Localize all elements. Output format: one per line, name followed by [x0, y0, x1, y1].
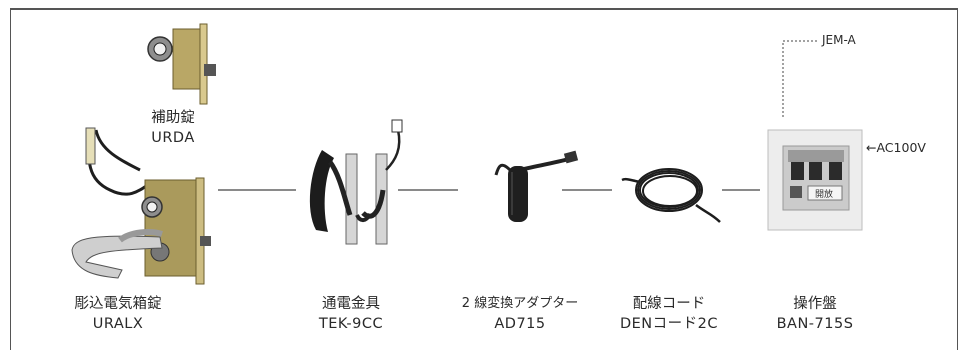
tek-image	[309, 119, 403, 245]
label-panel: 操作盤 BAN-715S	[758, 294, 872, 334]
cord-model: DENコード2C	[619, 316, 719, 332]
jem-label: JEM-A	[822, 33, 856, 47]
label-adapter: 2 線変換アダプター AD715	[452, 294, 588, 334]
cord-name: 配線コード	[632, 296, 706, 312]
adapter-image	[494, 150, 579, 222]
urda-name: 補助錠	[151, 110, 195, 126]
panel-model: BAN-715S	[776, 316, 854, 332]
diagram-frame	[10, 8, 958, 350]
tek-name: 通電金具	[322, 296, 380, 312]
control-panel-image	[767, 129, 863, 231]
label-uralx: 彫込電気箱錠 URALX	[48, 294, 188, 334]
cord-coil-image	[621, 168, 721, 223]
uralx-name: 彫込電気箱錠	[74, 296, 162, 312]
label-urda: 補助錠 URDA	[133, 108, 213, 148]
uralx-model: URALX	[92, 316, 144, 332]
label-cord: 配線コード DENコード2C	[606, 294, 732, 334]
urda-model: URDA	[151, 130, 195, 146]
tek-model: TEK-9CC	[318, 316, 384, 332]
adapter-model: AD715	[494, 316, 546, 332]
jem-dashed-line	[782, 40, 817, 117]
system-diagram	[71, 23, 863, 285]
urda-lock-image	[147, 23, 216, 105]
panel-button-label: 開放	[815, 190, 834, 200]
panel-name: 操作盤	[793, 296, 837, 312]
uralx-lock-image	[71, 127, 211, 285]
adapter-name: 2 線変換アダプター	[461, 296, 579, 311]
label-tek: 通電金具 TEK-9CC	[296, 294, 406, 334]
ac-label: ←AC100V	[866, 140, 926, 155]
